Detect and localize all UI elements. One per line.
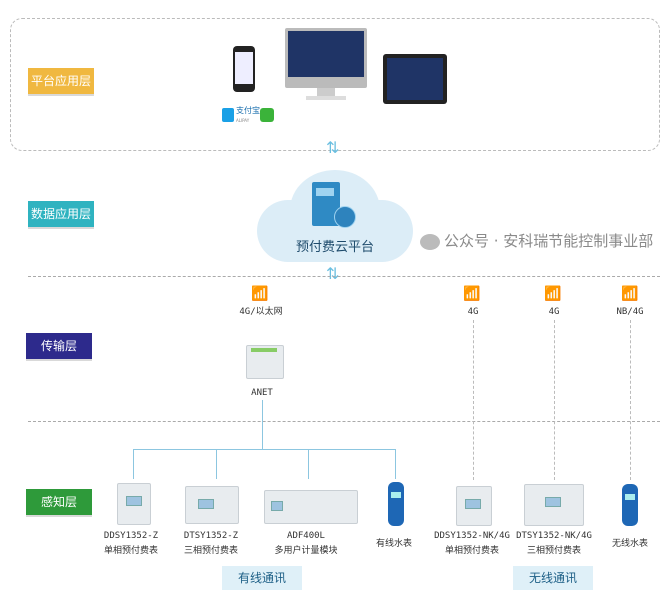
single-phase-4g-meter-image (456, 486, 492, 526)
layer-divider (28, 276, 660, 277)
network-label: 4G (467, 307, 479, 317)
layer-platform: 平台应用层 (28, 68, 94, 94)
monitor-image (285, 28, 367, 98)
platform-layer-box (10, 18, 660, 151)
device-model: ADF400L (287, 531, 325, 541)
up-down-arrows: ⇅ (326, 264, 340, 283)
wireless-link (630, 320, 631, 480)
alipay-logo (222, 108, 234, 122)
wired-bus (133, 449, 396, 450)
wired-link (395, 449, 396, 479)
wifi-icon: 📶 (544, 286, 562, 302)
alipay-subtext: ALIPAY (236, 118, 250, 123)
three-phase-4g-meter-image (524, 484, 584, 526)
wifi-icon: 📶 (251, 286, 269, 302)
anet-gateway-image (246, 345, 284, 379)
wechat-icon (420, 234, 440, 250)
device-name: 无线水表 (611, 539, 649, 549)
gateway-label: ANET (251, 388, 273, 398)
wired-comm-label: 有线通讯 (222, 566, 302, 590)
alipay-text: 支付宝 (236, 106, 260, 115)
single-phase-meter-image (117, 483, 151, 525)
tablet-image (383, 54, 447, 104)
network-label: 4G/以太网 (239, 307, 283, 317)
wireless-link (473, 320, 474, 480)
up-down-arrows: ⇅ (326, 138, 340, 157)
wifi-icon: 📶 (463, 286, 481, 302)
device-model: DDSY1352-Z (103, 531, 159, 541)
network-label: 4G (548, 307, 560, 317)
wechat-logo (260, 108, 274, 122)
wifi-icon: 📶 (621, 286, 639, 302)
device-model: DTSY1352-NK/4G (516, 531, 592, 541)
wireless-link (554, 320, 555, 480)
wireless-comm-label: 无线通讯 (513, 566, 593, 590)
watermark: 公众号 · 安科瑞节能控制事业部 (444, 232, 654, 250)
multi-user-module-image (264, 490, 358, 524)
wired-link (133, 449, 134, 479)
device-name: 单相预付费表 (444, 546, 500, 556)
wired-link (262, 400, 263, 449)
keyboard-image (306, 96, 346, 100)
device-model: DTSY1352-Z (183, 531, 239, 541)
wired-water-meter-image (388, 482, 404, 526)
device-name: 三相预付费表 (183, 546, 239, 556)
layer-divider (28, 421, 660, 422)
cloud-label: 预付费云平台 (295, 240, 374, 255)
layer-transport: 传输层 (26, 333, 92, 359)
device-model: DDSY1352-NK/4G (434, 531, 510, 541)
wireless-water-meter-image (622, 484, 638, 526)
wired-link (308, 449, 309, 479)
device-name: 单相预付费表 (103, 546, 159, 556)
layer-perception: 感知层 (26, 489, 92, 515)
wired-link (216, 449, 217, 479)
layer-data: 数据应用层 (28, 201, 94, 227)
device-name: 三相预付费表 (526, 546, 582, 556)
globe-icon (334, 206, 356, 228)
three-phase-meter-image (185, 486, 239, 524)
device-name: 多用户计量模块 (274, 546, 338, 556)
network-label: NB/4G (616, 307, 644, 317)
device-name: 有线水表 (375, 539, 413, 549)
phone-image (233, 46, 255, 92)
